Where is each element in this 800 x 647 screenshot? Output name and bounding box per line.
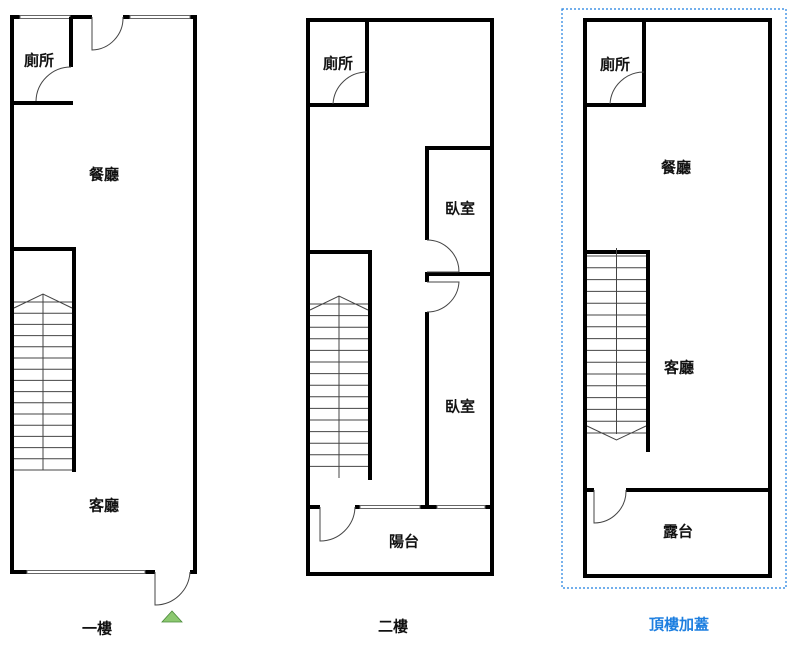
room-label-bedroom-1: 臥室 xyxy=(445,200,475,218)
front-door xyxy=(154,571,191,606)
toilet-door xyxy=(609,71,645,105)
stair-line xyxy=(309,295,369,311)
room-label-bedroom-2: 臥室 xyxy=(445,398,475,416)
room-label-toilet: 廁所 xyxy=(323,55,353,73)
floor-caption: 頂樓加蓋 xyxy=(649,616,709,634)
room-label-living: 客廳 xyxy=(88,497,119,515)
rooftop-plan: 廁所 餐廳 客廳 露台 頂樓加蓋 xyxy=(561,8,787,634)
room-label-dining: 餐廳 xyxy=(89,166,119,184)
floor-2-plan: 廁所 臥室 臥室 陽台 二樓 xyxy=(306,18,494,636)
room-label-terrace: 露台 xyxy=(663,523,693,541)
room-label-dining: 餐廳 xyxy=(661,159,691,177)
stairs xyxy=(309,295,369,478)
floor-caption: 一樓 xyxy=(82,620,112,638)
room-label-balcony: 陽台 xyxy=(389,533,419,551)
entrance-arrow-icon xyxy=(161,610,183,623)
entry-door-top xyxy=(91,16,124,51)
stairs xyxy=(13,293,73,471)
stair-line xyxy=(13,293,73,309)
room-label-toilet: 廁所 xyxy=(600,56,630,74)
bedroom-2-door xyxy=(426,281,460,313)
toilet-door xyxy=(35,66,72,102)
floor-caption: 二樓 xyxy=(378,618,408,636)
stair-line xyxy=(586,425,647,441)
floor-1-plan: 餐廳 廁所 客廳 一樓 xyxy=(10,15,197,638)
bedroom-1-door xyxy=(426,239,460,273)
selection-border xyxy=(561,8,787,589)
room-label-living: 客廳 xyxy=(663,359,694,377)
stairs xyxy=(586,248,647,441)
room-label-toilet: 廁所 xyxy=(24,52,54,70)
toilet-door xyxy=(332,71,368,105)
balcony-door xyxy=(319,506,356,542)
terrace-door xyxy=(593,489,627,524)
